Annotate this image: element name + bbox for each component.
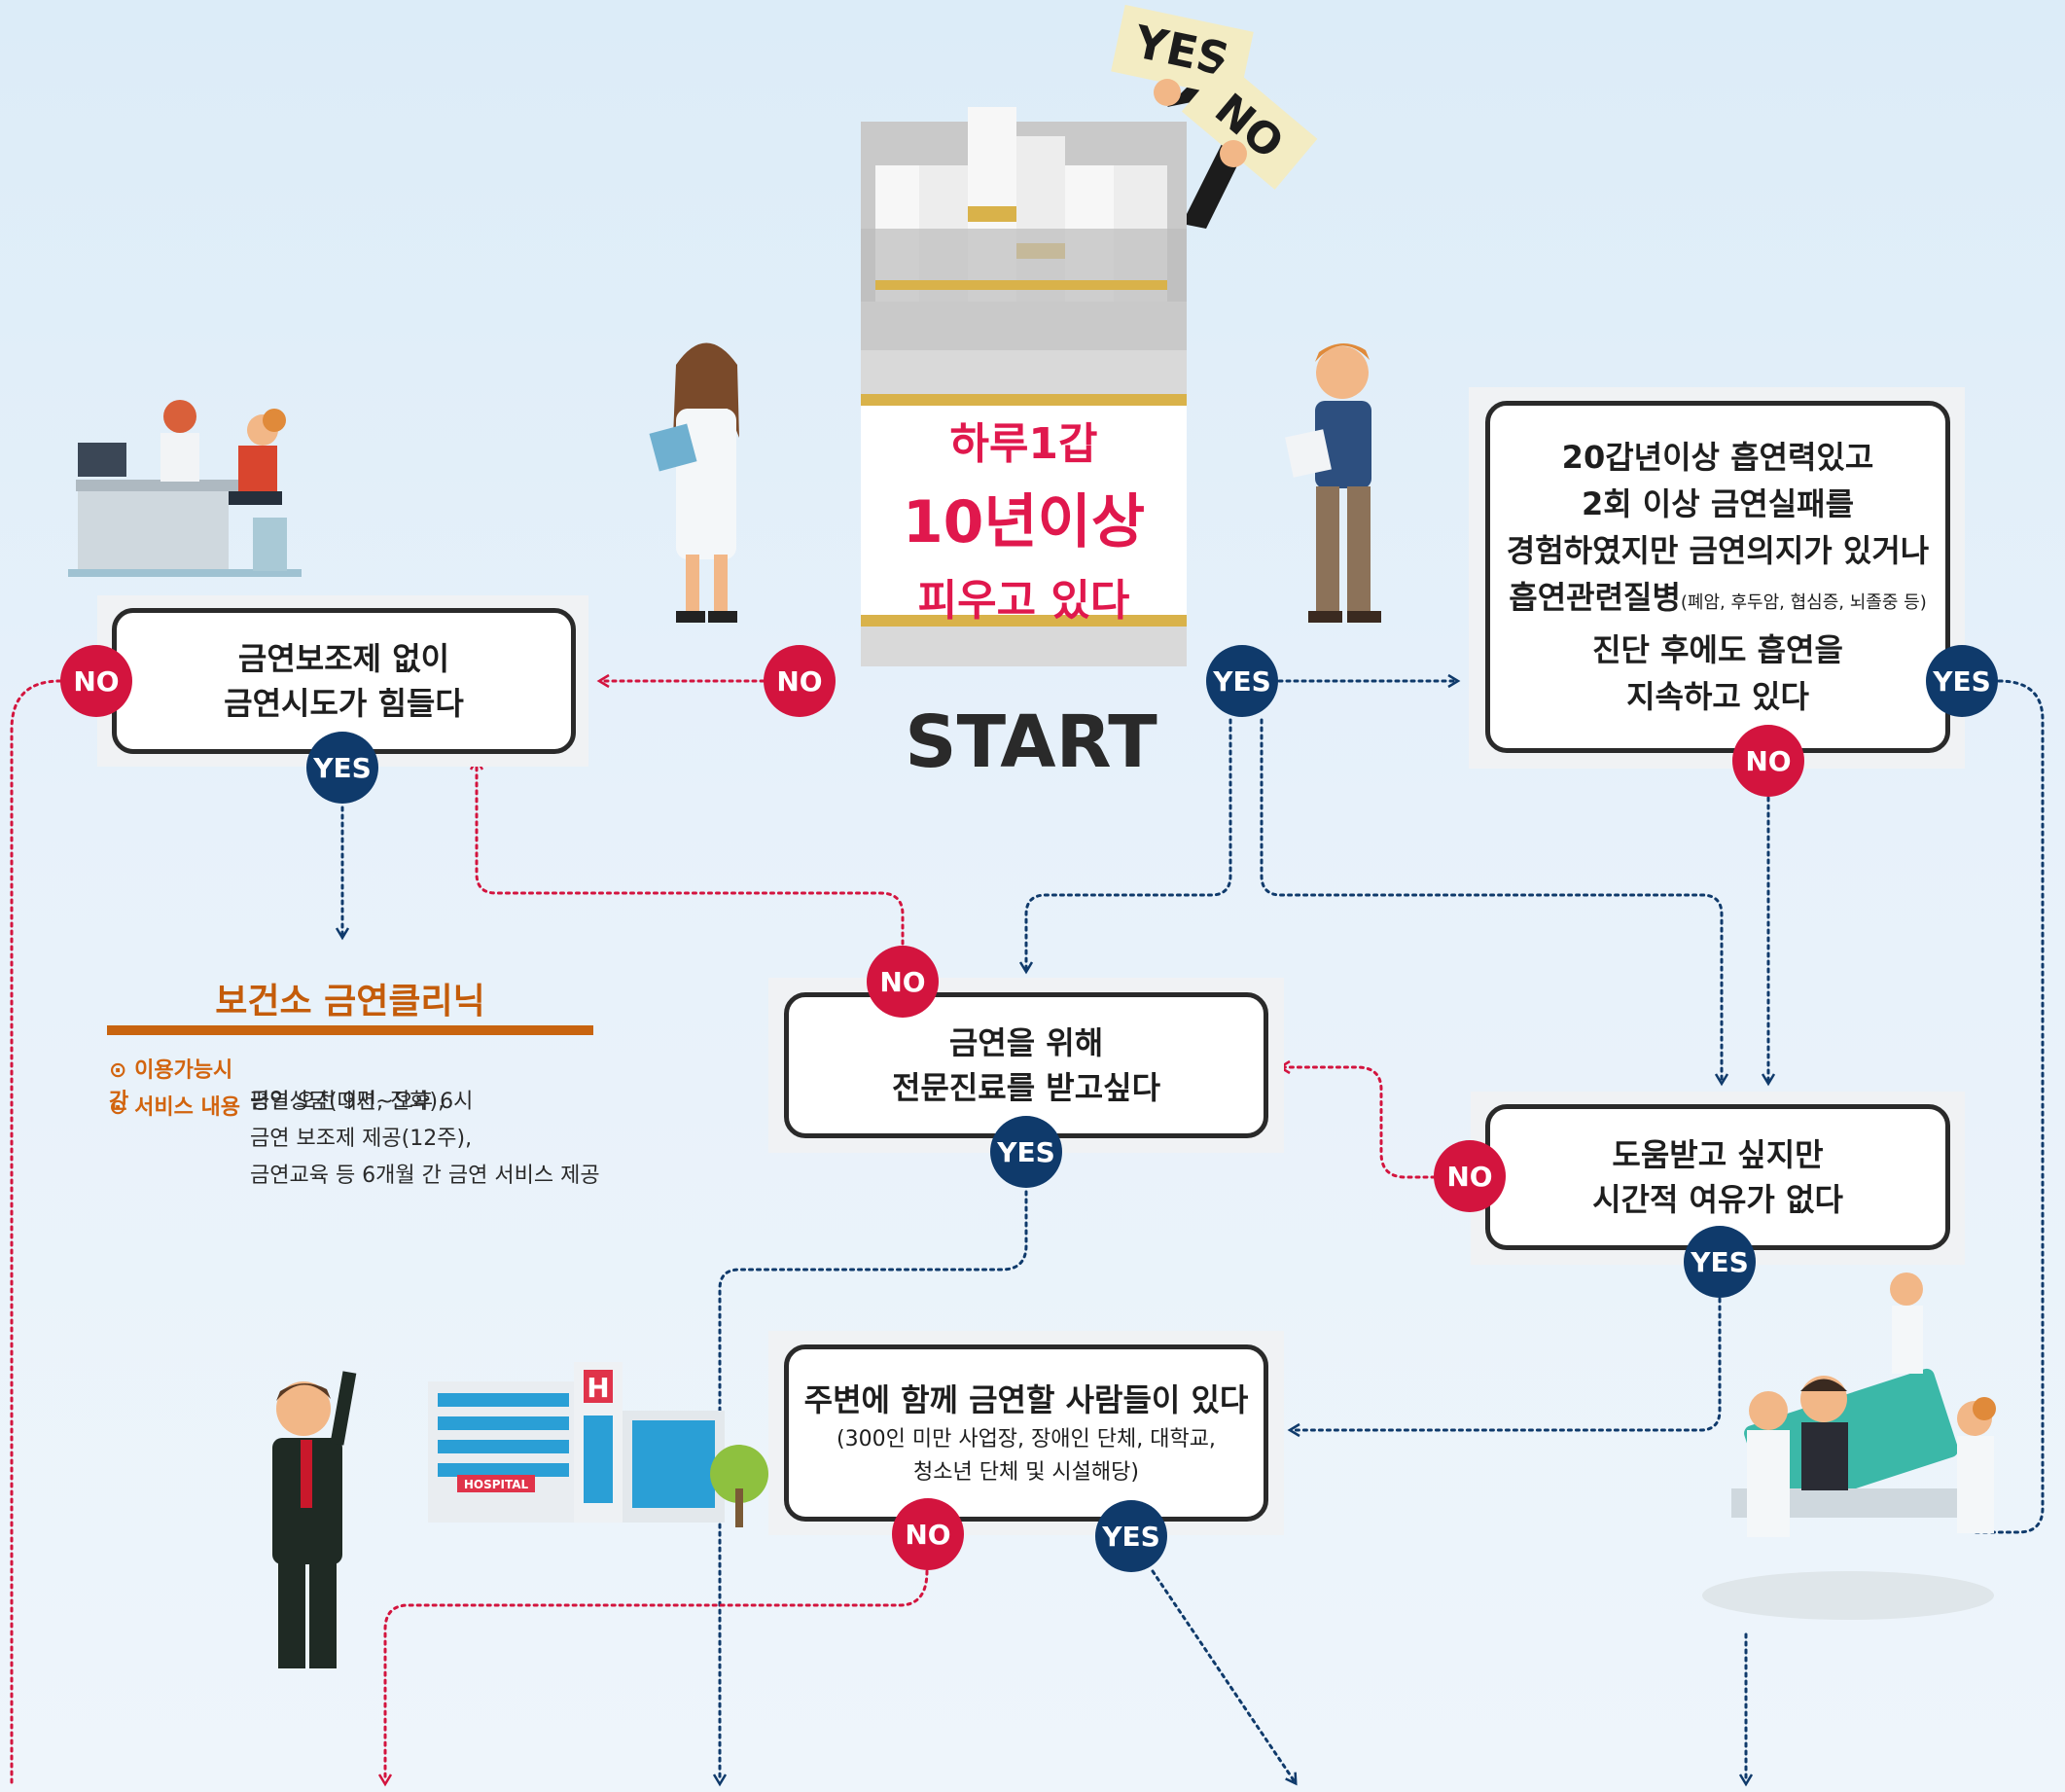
group-yes-badge: YES (1095, 1500, 1167, 1572)
start-label: START (905, 700, 1157, 784)
specialist-no-badge: NO (867, 946, 939, 1018)
clinic-desk-illustration (68, 400, 302, 577)
assist-line-1: 금연보조제 없이 (237, 640, 450, 677)
connector-specialist-no (469, 757, 905, 946)
pack-line-3: 피우고 있다 (917, 576, 1130, 626)
history-line-4: 흡연관련질병(폐암, 후두암, 협심증, 뇌졸중 등) (1509, 574, 1926, 627)
pack-question: 하루1갑 10년이상 피우고 있다 (861, 409, 1187, 627)
node-specialist: 금연을 위해 전문진료를 받고싶다 (784, 992, 1268, 1138)
history-no-badge: NO (1732, 725, 1804, 797)
clinic-service-row: ⊙ 서비스 내용 금연상담(대면, 전화), 금연 보조제 제공(12주), 금… (109, 1090, 600, 1195)
history-line-4-small: (폐암, 후두암, 협심증, 뇌졸중 등) (1680, 592, 1927, 613)
history-line-1: 20갑년이상 흡연력있고 (1561, 439, 1874, 476)
connector-notime-yes (1287, 1297, 1722, 1438)
pack-line-1: 하루1갑 (949, 419, 1098, 469)
connector-assist-no (10, 679, 62, 1787)
history-line-6: 지속하고 있다 (1626, 678, 1809, 715)
clinic-hours-value: 평일 오전 9시~오후 6시 (250, 1090, 474, 1114)
group-no-badge: NO (892, 1498, 964, 1570)
clinic-service-line-2: 금연 보조제 제공(12주), (250, 1127, 473, 1151)
confused-man-illustration (1285, 342, 1381, 623)
notime-line-1: 도움받고 싶지만 (1612, 1136, 1824, 1173)
history-line-2: 2회 이상 금연실패를 (1581, 485, 1855, 522)
specialist-line-1: 금연을 위해 (948, 1024, 1104, 1061)
clinic-service-line-3: 금연교육 등 6개월 간 금연 서비스 제공 (250, 1164, 600, 1188)
notime-yes-badge: YES (1684, 1226, 1756, 1298)
connector-history-yes (1973, 679, 2045, 1534)
history-line-5: 진단 후에도 흡연을 (1592, 631, 1843, 668)
businessman-illustration (272, 1371, 357, 1668)
connector-notime-no (1277, 1059, 1437, 1179)
group-small-line-2: 청소년 단체 및 시설해당) (913, 1460, 1139, 1485)
node-group: 주변에 함께 금연할 사람들이 있다 (300인 미만 사업장, 장애인 단체,… (784, 1344, 1268, 1522)
doctors-patient-illustration (1702, 1272, 1996, 1620)
clinic-rule (107, 1025, 593, 1035)
clinic-service-label: ⊙ 서비스 내용 (109, 1095, 240, 1120)
clinic-title: 보건소 금연클리닉 (215, 982, 485, 1021)
group-title: 주변에 함께 금연할 사람들이 있다 (803, 1381, 1249, 1418)
female-doctor-illustration (649, 342, 739, 623)
connector-start-yes-notime (1260, 718, 1729, 1087)
history-line-3: 경험하였지만 금연의지가 있거나 (1506, 532, 1930, 569)
hospital-illustration: H HOSPITAL (428, 1362, 768, 1527)
start-no-badge: NO (764, 645, 836, 717)
connector-specialist-yes (712, 1190, 1028, 1787)
node-history: 20갑년이상 흡연력있고 2회 이상 금연실패를 경험하였지만 금연의지가 있거… (1485, 401, 1950, 753)
specialist-line-2: 전문진료를 받고싶다 (891, 1069, 1161, 1106)
clinic-hours-label: ⊙ 이용가능시간 (109, 1058, 233, 1114)
assist-yes-badge: YES (306, 732, 378, 804)
pack-line-2: 10년이상 (902, 488, 1146, 556)
clinic-service-line-1: 금연상담(대면, 전화), (250, 1090, 445, 1114)
hospital-h-letter: H (587, 1372, 609, 1404)
assist-line-2: 금연시도가 힘들다 (224, 685, 464, 722)
hospital-sign-text: HOSPITAL (464, 1478, 529, 1491)
notime-line-2: 시간적 여유가 없다 (1592, 1181, 1843, 1218)
specialist-yes-badge: YES (990, 1116, 1062, 1188)
assist-no-badge: NO (60, 645, 132, 717)
connector-group-yes (1151, 1569, 1298, 1786)
history-yes-badge: YES (1926, 645, 1998, 717)
connector-start-yes-specialist (1018, 718, 1232, 975)
start-yes-badge: YES (1206, 645, 1278, 717)
connector-group-no (377, 1569, 929, 1787)
pack-hand-signs: YES NO (1111, 4, 1318, 229)
notime-no-badge: NO (1434, 1140, 1506, 1212)
history-line-4-main: 흡연관련질병 (1509, 579, 1681, 616)
group-small-line-1: (300인 미만 사업장, 장애인 단체, 대학교, (837, 1427, 1216, 1452)
clinic-service-values: 금연상담(대면, 전화), 금연 보조제 제공(12주), 금연교육 등 6개월… (250, 1084, 600, 1195)
